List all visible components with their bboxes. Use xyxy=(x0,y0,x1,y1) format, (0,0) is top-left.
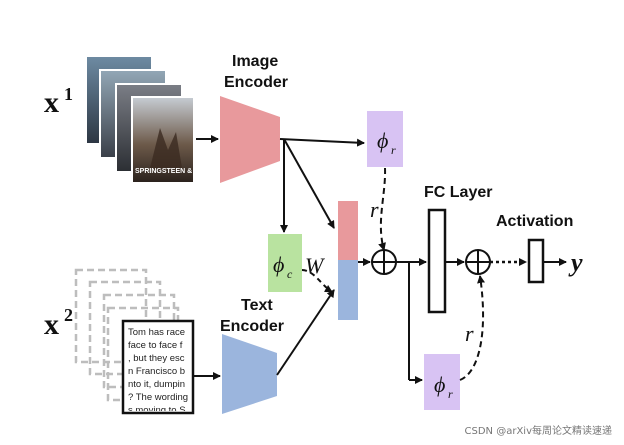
x1-label: x 1 xyxy=(44,84,73,119)
activation-label: Activation xyxy=(496,213,573,230)
phi-r-top-subscript: r xyxy=(391,143,396,157)
text-encoder-label-line2: Encoder xyxy=(220,318,284,335)
image-encoder-label-line2: Encoder xyxy=(224,74,288,91)
text-encoder-block xyxy=(222,334,277,414)
r-label-top: r xyxy=(370,197,379,222)
dashed-arrow-w xyxy=(301,269,333,293)
phi-r-top-box xyxy=(367,111,403,167)
poster-figure-shape xyxy=(150,128,182,168)
doc-line-4: n Francisco b xyxy=(128,366,185,377)
image-encoder-label-line1: Image xyxy=(232,53,278,70)
arrow-image-encoder-to-phi-r xyxy=(279,138,365,147)
doc-line-1: Tom has race xyxy=(128,327,185,338)
doc-line-6: ? The wording xyxy=(128,392,188,403)
fc-layer-label: FC Layer xyxy=(424,184,492,201)
doc-line-5: nto it, dumpin xyxy=(128,379,185,390)
phi-r-bottom-box xyxy=(424,354,460,410)
output-y: y xyxy=(568,248,583,277)
concat-text-feature xyxy=(338,260,358,320)
concat-image-feature xyxy=(338,201,358,260)
w-label: W xyxy=(305,253,325,278)
image-encoder-block xyxy=(220,96,280,183)
r-label-bottom: r xyxy=(465,321,474,346)
watermark-text: CSDN @arXiv每周论文精读速递 xyxy=(465,424,612,437)
phi-c-subscript: c xyxy=(287,267,293,281)
arrow-text-encoder-to-concat xyxy=(276,289,335,376)
x1-superscript: 1 xyxy=(64,84,73,104)
document-front xyxy=(121,319,195,415)
doc-line-2: face to face f xyxy=(128,340,183,351)
arrow-image-encoder-to-concat xyxy=(283,138,335,229)
document-stack: Tom has race face to face f , but they e… xyxy=(74,268,195,416)
phi-r-bottom-symbol: ϕ xyxy=(434,372,445,397)
doc-line-3: , but they esc xyxy=(128,353,185,364)
x2-label: x 2 xyxy=(44,305,73,341)
phi-c-box xyxy=(268,234,302,292)
document-shadow-1 xyxy=(74,268,148,364)
doc-line-7: s moving to S xyxy=(128,405,186,416)
phi-r-bottom-subscript: r xyxy=(448,387,453,401)
x2-base: x xyxy=(44,308,59,341)
x2-superscript: 2 xyxy=(64,305,73,325)
phi-c-symbol: ϕ xyxy=(273,252,284,277)
fc-layer-block xyxy=(427,208,447,314)
x1-base: x xyxy=(44,86,59,119)
dashed-arrow-phi-r-top-to-plus xyxy=(378,167,387,251)
phi-r-top-symbol: ϕ xyxy=(377,128,388,153)
activation-block xyxy=(527,238,545,284)
dashed-arrow-phi-r-bottom-to-plus2 xyxy=(459,275,485,381)
image-stack: SPRINGSTEEN & I xyxy=(85,55,196,184)
text-encoder-label-line1: Text xyxy=(241,297,273,314)
poster-caption: SPRINGSTEEN & I xyxy=(135,168,196,175)
